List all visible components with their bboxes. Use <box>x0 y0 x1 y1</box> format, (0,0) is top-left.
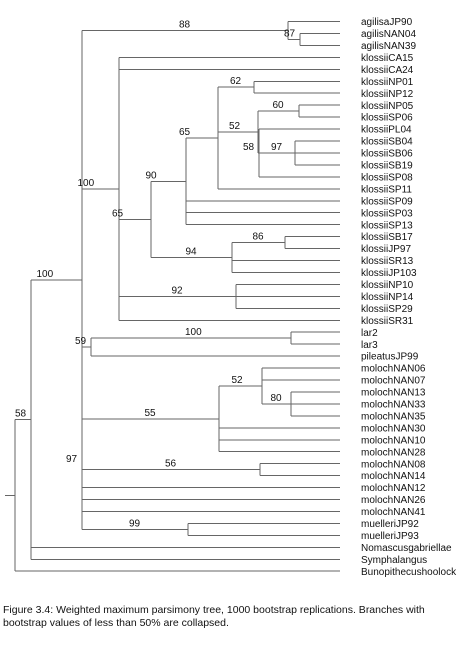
bootstrap-value: 56 <box>165 459 177 470</box>
leaf-label: agilisNAN04 <box>361 29 416 40</box>
leaf-label: klossiiSP11 <box>361 184 412 195</box>
bootstrap-value: 100 <box>37 269 54 280</box>
leaf-label: klossiiNP14 <box>361 292 414 303</box>
bootstrap-value: 52 <box>229 121 241 132</box>
bootstrap-value: 59 <box>75 336 87 347</box>
leaf-label: Symphalangus <box>361 555 427 566</box>
bootstrap-value: 52 <box>232 375 244 386</box>
leaf-label: muelleriJP92 <box>361 519 419 530</box>
leaf-label: klossiiSP29 <box>361 304 413 315</box>
bootstrap-value: 88 <box>179 19 191 30</box>
bootstrap-value: 58 <box>243 142 255 153</box>
bootstrap-value: 60 <box>273 100 285 111</box>
leaf-label: klossiiNP01 <box>361 77 414 88</box>
leaf-label: Bunopithecushoolock <box>361 567 457 578</box>
leaf-label: klossiiSR13 <box>361 256 414 267</box>
bootstrap-value: 65 <box>179 127 191 138</box>
leaf-label: molochNAN30 <box>361 423 426 434</box>
bootstrap-value: 92 <box>172 285 184 296</box>
leaf-label: molochNAN07 <box>361 376 426 387</box>
leaf-label: molochNAN26 <box>361 495 426 506</box>
figure-caption: Figure 3.4: Weighted maximum parsimony t… <box>3 604 425 629</box>
bootstrap-value: 90 <box>146 170 158 181</box>
bootstrap-value: 55 <box>145 408 157 419</box>
leaf-label: molochNAN06 <box>361 364 426 375</box>
leaf-label: klossiiSR31 <box>361 316 414 327</box>
bootstrap-value: 100 <box>78 178 95 189</box>
leaf-label: klossiiPL04 <box>361 125 412 136</box>
leaf-label: lar2 <box>361 328 378 339</box>
leaf-label: klossiiNP12 <box>361 89 414 100</box>
bootstrap-value: 80 <box>271 393 283 404</box>
leaf-label: klossiiSP06 <box>361 113 413 124</box>
bootstrap-value: 86 <box>253 232 265 243</box>
leaf-label: klossiiSP08 <box>361 172 413 183</box>
leaf-label: klossiiCA15 <box>361 53 414 64</box>
bootstrap-value: 97 <box>271 142 283 153</box>
leaf-label: klossiiSB04 <box>361 137 413 148</box>
bootstrap-value: 65 <box>112 208 124 219</box>
leaf-label: klossiiSP03 <box>361 208 413 219</box>
leaf-label: klossiiJP103 <box>361 268 417 279</box>
bootstrap-value: 87 <box>284 28 296 39</box>
leaf-label: molochNAN13 <box>361 388 426 399</box>
leaf-label: pileatusJP99 <box>361 352 419 363</box>
leaf-label: klossiiNP05 <box>361 101 414 112</box>
leaf-label: molochNAN14 <box>361 471 426 482</box>
leaf-label: klossiiSB19 <box>361 161 413 172</box>
leaf-label: lar3 <box>361 340 378 351</box>
leaf-label: klossiiJP97 <box>361 244 411 255</box>
leaf-label: molochNAN41 <box>361 507 426 518</box>
leaf-label: molochNAN12 <box>361 483 426 494</box>
leaf-label: klossiiSP09 <box>361 196 413 207</box>
leaf-label: molochNAN10 <box>361 435 426 446</box>
leaf-label: klossiiNP10 <box>361 280 414 291</box>
leaf-label: molochNAN28 <box>361 447 426 458</box>
leaf-label: molochNAN08 <box>361 459 426 470</box>
bootstrap-value: 100 <box>185 327 202 338</box>
leaf-label: molochNAN35 <box>361 411 426 422</box>
bootstrap-value: 99 <box>129 518 141 529</box>
leaf-label: klossiiSP13 <box>361 220 413 231</box>
leaf-label: klossiiSB06 <box>361 149 413 160</box>
leaf-label: klossiiCA24 <box>361 65 414 76</box>
bootstrap-value: 97 <box>66 454 78 465</box>
leaf-label: muelleriJP93 <box>361 531 419 542</box>
leaf-label: molochNAN33 <box>361 400 426 411</box>
bootstrap-value: 58 <box>15 409 27 420</box>
bootstrap-value: 62 <box>230 76 242 87</box>
phylogenetic-tree: agilisaJP90agilisNAN04agilisNAN39klossii… <box>5 17 457 578</box>
leaf-label: Nomascusgabriellae <box>361 543 452 554</box>
leaf-label: agilisNAN39 <box>361 41 416 52</box>
bootstrap-value: 94 <box>186 247 198 258</box>
leaf-label: agilisaJP90 <box>361 17 413 28</box>
leaf-label: klossiiSB17 <box>361 232 413 243</box>
